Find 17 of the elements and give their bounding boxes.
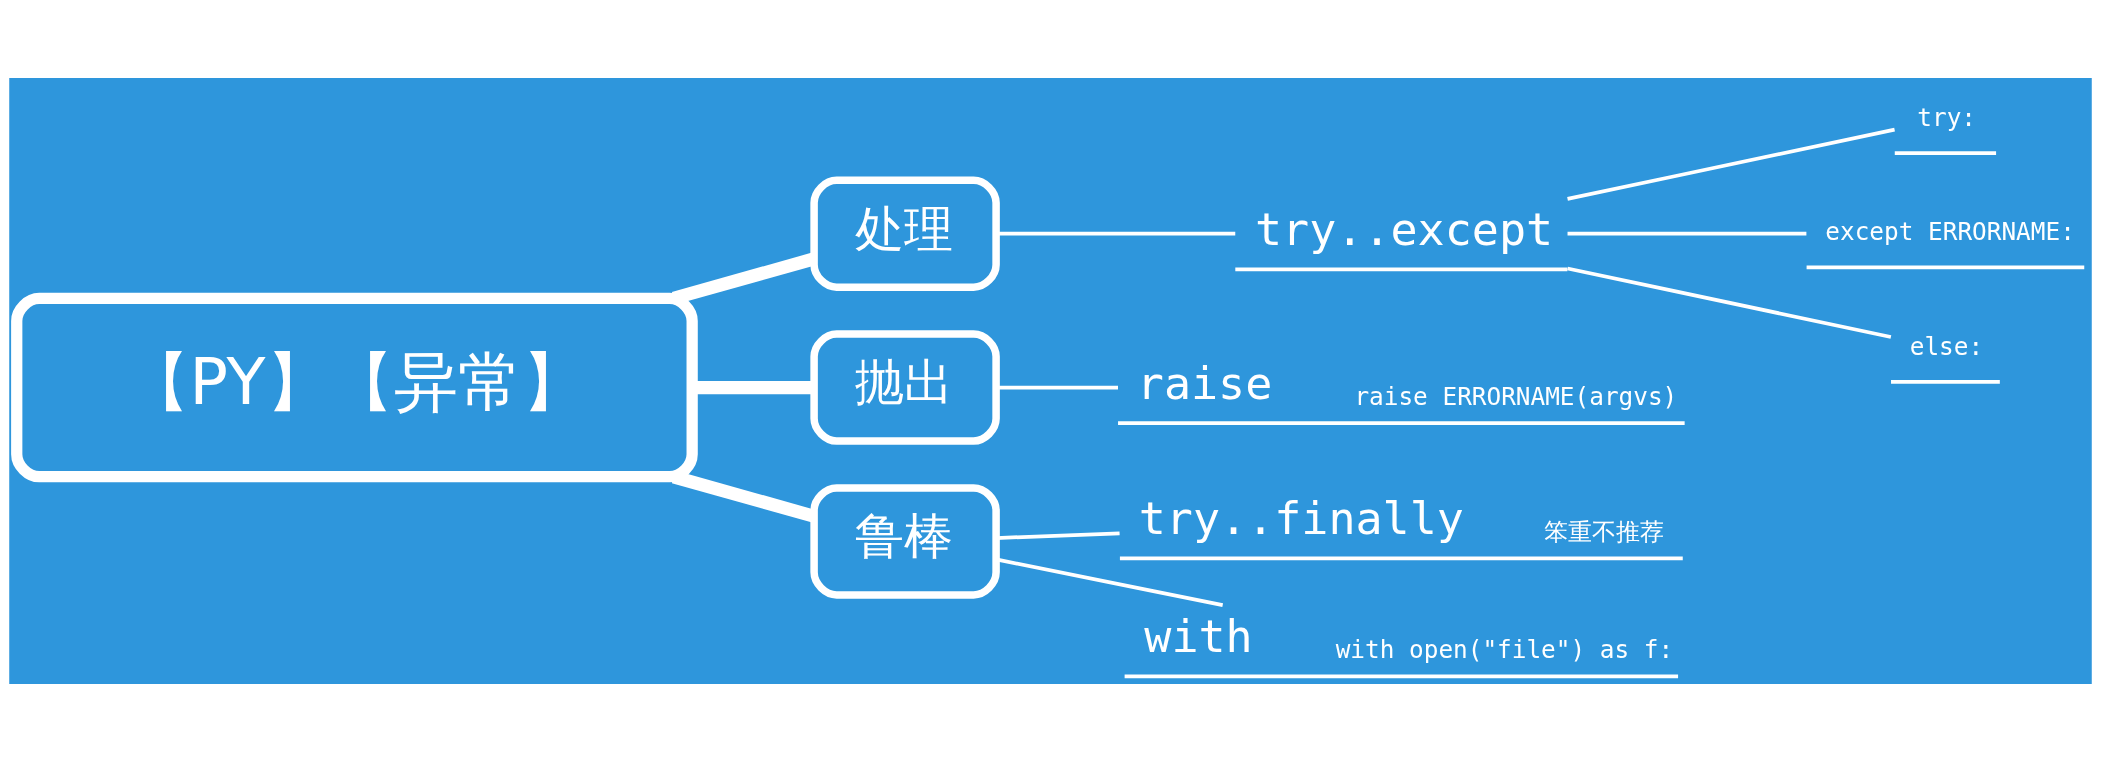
node-text: try..except	[1255, 202, 1554, 256]
node-box: 【PY】【异常】	[11, 292, 698, 482]
connector	[996, 231, 1236, 236]
node-box: 抛出	[810, 329, 1000, 445]
connector	[1567, 127, 1895, 201]
connector	[1567, 266, 1892, 339]
node-box: 处理	[810, 176, 1000, 291]
node-text: raise raise ERRORNAME(argvs)	[1136, 356, 1678, 411]
node-text: try..finally 笨重不推荐	[1138, 491, 1664, 546]
node-box: 鲁棒	[810, 483, 1000, 599]
connector	[996, 385, 1118, 389]
node-text: try:	[1917, 102, 1976, 132]
node-text: else:	[1909, 331, 1984, 361]
node-text: with with open("file") as f:	[1144, 609, 1674, 664]
connector	[996, 530, 1120, 540]
connector	[1567, 231, 1807, 236]
node-text: except ERRORNAME:	[1825, 216, 2075, 246]
